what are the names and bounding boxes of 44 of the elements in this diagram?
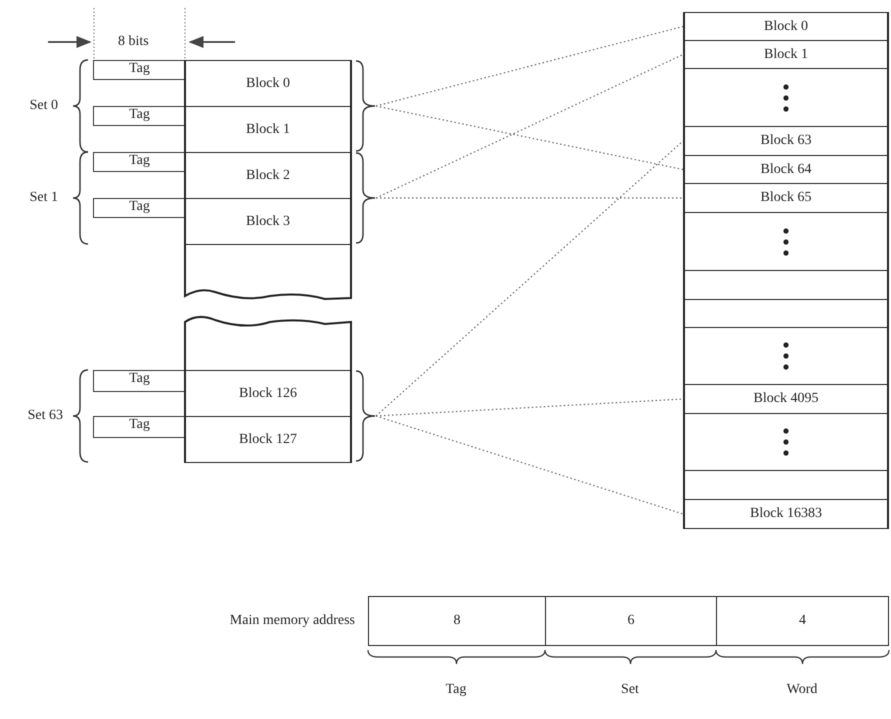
dimension-label: 8 bits — [118, 34, 149, 50]
memory-block — [683, 413, 889, 471]
memory-block: Block 0 — [683, 12, 889, 41]
dotted-connector — [376, 54, 684, 199]
memory-block — [683, 212, 889, 271]
cache-block: Block 1 — [184, 106, 352, 153]
memory-block: Block 63 — [683, 126, 889, 156]
memory-block: Block 65 — [683, 183, 889, 213]
field-label: Tag — [446, 682, 466, 698]
dotted-connector — [376, 105, 684, 170]
dotted-connector — [376, 26, 684, 107]
address-field: 6 — [545, 596, 717, 646]
tag-cell: Tag — [93, 106, 185, 126]
tag-cell: Tag — [93, 198, 185, 218]
memory-block — [683, 470, 889, 500]
memory-block: Block 64 — [683, 155, 889, 184]
tag-cell: Tag — [93, 152, 185, 172]
memory-block — [683, 270, 889, 300]
dotted-connector — [376, 415, 684, 515]
dotted-connector — [376, 197, 683, 199]
cache-block: Block 2 — [184, 152, 352, 199]
memory-block: Block 16383 — [683, 499, 889, 529]
set-label: Set 0 — [30, 98, 58, 114]
field-label: Set — [621, 682, 639, 698]
cache-block: Block 0 — [184, 60, 352, 107]
dotted-connector — [376, 140, 684, 416]
memory-block — [683, 68, 889, 127]
tag-cell: Tag — [93, 416, 185, 438]
tag-cell: Tag — [93, 370, 185, 392]
address-field: 4 — [716, 596, 889, 646]
field-label: Word — [786, 682, 818, 698]
cache-block: Block 126 — [184, 370, 352, 417]
dotted-connector — [376, 398, 684, 417]
tag-cell: Tag — [93, 60, 185, 80]
memory-block — [683, 327, 889, 385]
set-label: Set 1 — [30, 190, 58, 206]
set-label: Set 63 — [28, 408, 63, 424]
address-field: 8 — [368, 596, 546, 646]
cache-block: Block 127 — [184, 416, 352, 463]
memory-block: Block 4095 — [683, 384, 889, 414]
memory-block — [683, 299, 889, 328]
address-label: Main memory address — [230, 613, 355, 629]
memory-block: Block 1 — [683, 40, 889, 69]
cache-block: Block 3 — [184, 198, 352, 245]
